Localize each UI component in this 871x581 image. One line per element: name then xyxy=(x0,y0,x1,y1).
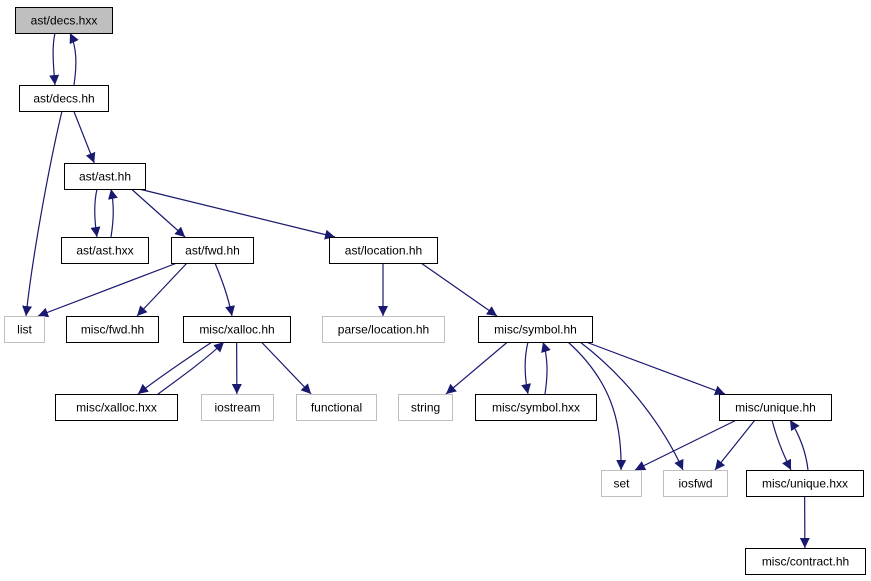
node-box xyxy=(663,470,728,497)
edge-symbol_hh-to-iosfwd xyxy=(579,341,684,471)
node-string: string xyxy=(398,394,453,421)
node-functional: functional xyxy=(296,394,377,421)
edge-symbol_hh-to-symbol_hxx xyxy=(521,341,531,395)
node-location-hh[interactable]: ast/location.hh xyxy=(329,237,438,264)
edges-layer xyxy=(22,32,810,549)
node-box xyxy=(478,316,593,343)
node-label: parse/location.hh xyxy=(338,323,429,337)
node-box xyxy=(64,163,146,190)
node-ast-hh[interactable]: ast/ast.hh xyxy=(64,163,146,190)
node-label: misc/unique.hh xyxy=(735,401,816,415)
node-decs-hxx[interactable]: ast/decs.hxx xyxy=(15,7,113,34)
node-box xyxy=(201,394,274,421)
node-box xyxy=(322,316,445,343)
node-label: misc/symbol.hh xyxy=(494,323,577,337)
node-label: iosfwd xyxy=(678,477,712,491)
node-box xyxy=(398,394,453,421)
node-label: ast/ast.hxx xyxy=(76,244,133,258)
node-label: misc/fwd.hh xyxy=(81,323,144,337)
node-iostream: iostream xyxy=(201,394,274,421)
node-symbol-hh[interactable]: misc/symbol.hh xyxy=(478,316,593,343)
edge-unique_hh-to-unique_hxx xyxy=(771,419,792,471)
node-label: misc/xalloc.hxx xyxy=(76,401,157,415)
edge-xalloc_hh-to-functional xyxy=(260,341,312,395)
edge-fwd_hh-to-xalloc_hh xyxy=(214,262,235,317)
node-set: set xyxy=(601,470,642,497)
node-list: list xyxy=(4,316,45,343)
node-contract-hh[interactable]: misc/contract.hh xyxy=(745,548,866,575)
node-box xyxy=(4,316,45,343)
node-box xyxy=(719,394,832,421)
node-unique-hxx[interactable]: misc/unique.hxx xyxy=(746,470,864,497)
edge-ast_hh-to-fwd_hh xyxy=(130,188,186,238)
edge-fwd_hh-to-misc_fwd_hh xyxy=(136,262,188,317)
node-box xyxy=(15,7,113,34)
edge-decs_hh-to-list xyxy=(22,110,63,317)
node-label: set xyxy=(613,477,630,491)
node-box xyxy=(475,394,597,421)
edge-decs_hh-to-decs_hxx xyxy=(69,32,79,86)
node-label: misc/symbol.hxx xyxy=(492,401,580,415)
node-iosfwd: iosfwd xyxy=(663,470,728,497)
edge-xalloc_hh-to-xalloc_hxx xyxy=(137,341,213,395)
edge-ast_hh-to-location_hh xyxy=(138,188,336,240)
edge-symbol_hh-to-set xyxy=(567,341,627,471)
nodes-layer: ast/decs.hxx ast/decs.hh ast/ast.hh ast/ast… xyxy=(4,7,866,575)
node-ast-hxx[interactable]: ast/ast.hxx xyxy=(61,237,149,264)
node-unique-hh[interactable]: misc/unique.hh xyxy=(719,394,832,421)
node-box xyxy=(296,394,377,421)
edge-unique_hh-to-iosfwd xyxy=(714,419,756,471)
edge-ast_hh-to-ast_hxx xyxy=(90,188,101,238)
edge-decs_hxx-to-decs_hh xyxy=(49,32,60,86)
node-box xyxy=(55,394,178,421)
node-xalloc-hh[interactable]: misc/xalloc.hh xyxy=(183,316,291,343)
node-label: string xyxy=(411,401,440,415)
node-label: misc/unique.hxx xyxy=(762,477,848,491)
node-box xyxy=(66,316,159,343)
edge-decs_hh-to-ast_hh xyxy=(73,110,96,164)
node-decs-hh[interactable]: ast/decs.hh xyxy=(19,85,109,112)
node-label: iostream xyxy=(214,401,260,415)
node-label: misc/xalloc.hh xyxy=(199,323,274,337)
node-parse-location-hh: parse/location.hh xyxy=(322,316,445,343)
edge-fwd_hh-to-list xyxy=(37,262,178,318)
edge-unique_hh-to-set xyxy=(634,419,737,471)
node-box xyxy=(601,470,642,497)
node-label: ast/location.hh xyxy=(345,244,422,258)
edge-unique_hxx-to-unique_hh xyxy=(789,419,809,471)
node-label: list xyxy=(17,323,32,337)
node-symbol-hxx[interactable]: misc/symbol.hxx xyxy=(475,394,597,421)
node-box xyxy=(183,316,291,343)
node-box xyxy=(19,85,109,112)
node-misc-fwd-hh[interactable]: misc/fwd.hh xyxy=(66,316,159,343)
node-label: ast/fwd.hh xyxy=(185,244,240,258)
node-box xyxy=(61,237,149,264)
node-box xyxy=(745,548,866,575)
node-label: ast/decs.hxx xyxy=(31,14,98,28)
node-label: misc/contract.hh xyxy=(762,555,849,569)
node-box xyxy=(329,237,438,264)
node-box xyxy=(171,237,254,264)
node-label: ast/decs.hh xyxy=(33,92,94,106)
node-box xyxy=(746,470,864,497)
edge-xalloc_hxx-to-xalloc_hh xyxy=(157,341,225,395)
edge-ast_hxx-to-ast_hh xyxy=(108,188,118,238)
node-fwd-hh[interactable]: ast/fwd.hh xyxy=(171,237,254,264)
node-xalloc-hxx[interactable]: misc/xalloc.hxx xyxy=(55,394,178,421)
edge-symbol_hh-to-string xyxy=(445,341,508,395)
node-label: functional xyxy=(311,401,362,415)
node-label: ast/ast.hh xyxy=(79,170,131,184)
edge-symbol_hh-to-unique_hh xyxy=(585,341,726,396)
edge-symbol_hxx-to-symbol_hh xyxy=(541,341,551,395)
edge-location_hh-to-symbol_hh xyxy=(420,262,498,317)
